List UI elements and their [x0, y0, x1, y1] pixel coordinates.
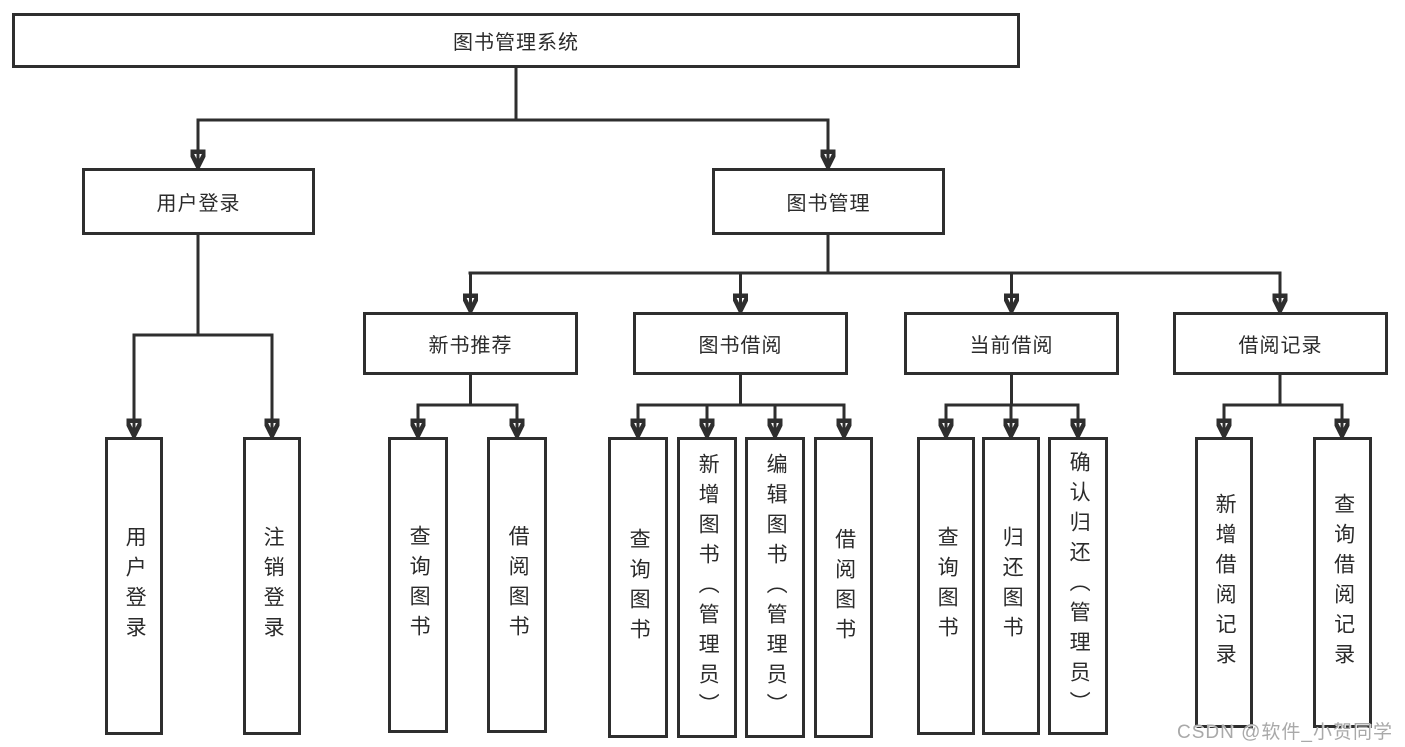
node-book-borrowing: 图书借阅 [633, 312, 848, 375]
node-library-management-system: 图书管理系统 [12, 13, 1020, 68]
node-label: 查询借阅记录 [1331, 492, 1355, 673]
leaf-query-books-borrowing: 查询图书 [608, 437, 668, 738]
node-book-management-module: 图书管理 [712, 168, 945, 235]
node-new-book-recommendation: 新书推荐 [363, 312, 578, 375]
node-label: 用户登录 [123, 526, 147, 646]
node-label: 图书借阅 [698, 335, 783, 357]
leaf-edit-books-admin: 编辑图书（管理员） [745, 437, 805, 738]
node-label: 新增图书（管理员） [696, 452, 720, 723]
leaf-query-borrow-record: 查询借阅记录 [1313, 437, 1372, 728]
node-user-login-module: 用户登录 [82, 168, 315, 235]
csdn-watermark: CSDN @软件_小贺同学 [1177, 722, 1393, 743]
leaf-borrow-books-recommend: 借阅图书 [487, 437, 547, 733]
node-label: 注销登录 [261, 526, 285, 646]
leaf-borrow-books-borrowing: 借阅图书 [814, 437, 873, 738]
node-label: 借阅记录 [1238, 335, 1323, 357]
leaf-logout: 注销登录 [243, 437, 301, 735]
leaf-return-books: 归还图书 [982, 437, 1040, 735]
node-label: 编辑图书（管理员） [764, 452, 788, 723]
node-label: 图书管理 [786, 193, 871, 215]
leaf-add-borrow-record: 新增借阅记录 [1195, 437, 1253, 728]
leaf-add-books-admin: 新增图书（管理员） [677, 437, 737, 738]
node-label: 当前借阅 [969, 335, 1054, 357]
node-label: 归还图书 [1000, 526, 1024, 646]
node-label: 新增借阅记录 [1213, 492, 1237, 673]
node-label: 借阅图书 [832, 527, 856, 648]
leaf-confirm-return-admin: 确认归还（管理员） [1048, 437, 1108, 735]
node-label: 查询图书 [407, 525, 431, 645]
leaf-user-login: 用户登录 [105, 437, 163, 735]
node-borrowing-records: 借阅记录 [1173, 312, 1388, 375]
leaf-query-books-current: 查询图书 [917, 437, 975, 735]
node-label: 查询图书 [935, 526, 959, 646]
node-label: 图书管理系统 [453, 32, 579, 54]
node-label: 借阅图书 [506, 525, 530, 645]
node-current-borrowing: 当前借阅 [904, 312, 1119, 375]
node-label: 新书推荐 [428, 335, 513, 357]
node-label: 确认归还（管理员） [1067, 451, 1091, 721]
leaf-query-books-recommend: 查询图书 [388, 437, 448, 733]
node-label: 用户登录 [156, 193, 241, 215]
node-label: 查询图书 [627, 527, 651, 648]
